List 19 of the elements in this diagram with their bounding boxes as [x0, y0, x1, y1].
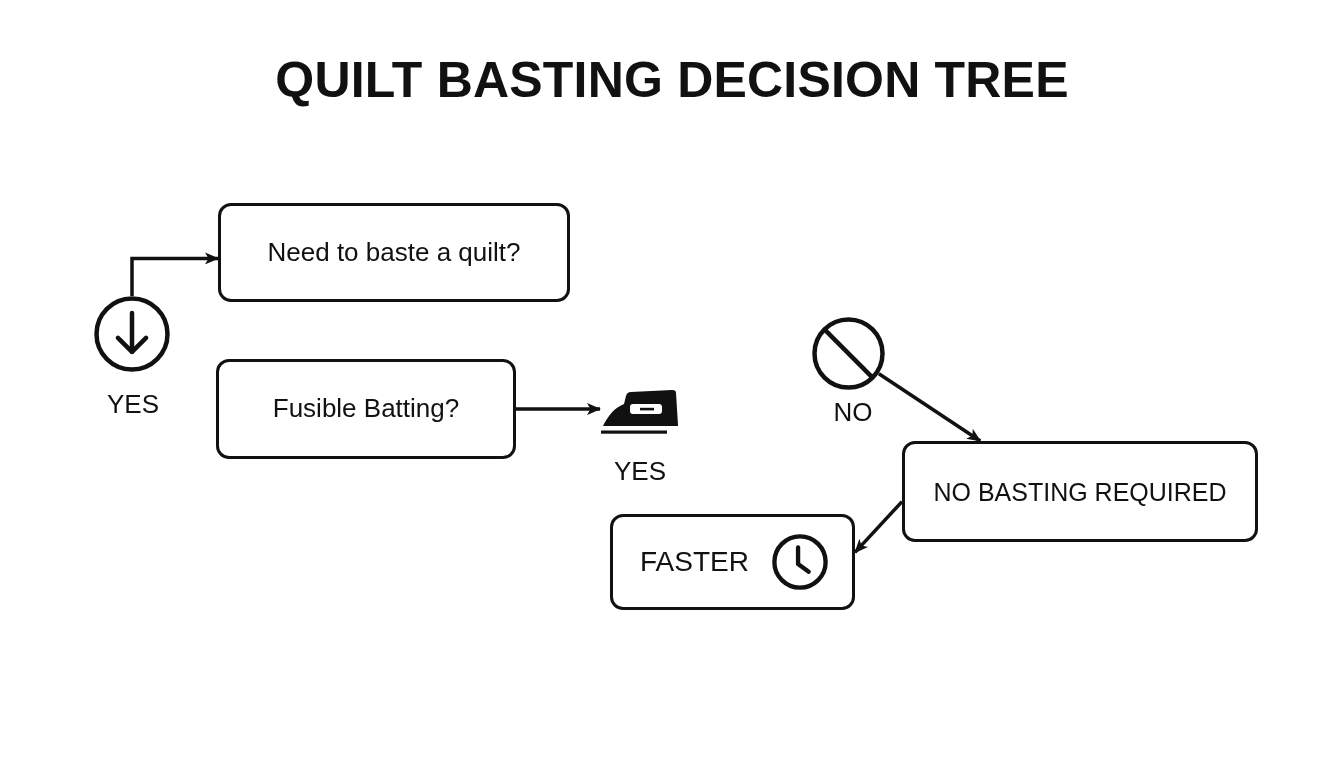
arrow: [130, 252, 219, 296]
branch-label: YES: [614, 456, 666, 488]
arrow: [853, 500, 904, 554]
title: QUILT BASTING DECISION TREE: [275, 52, 1069, 110]
result-box: [902, 441, 1258, 542]
result-text: FASTER: [640, 545, 749, 579]
arrow: [877, 372, 982, 443]
arrow-down-circle-icon: [94, 296, 170, 372]
decision-box: [216, 359, 516, 459]
iron-icon: [600, 388, 680, 436]
question-text: Fusible Batting?: [272, 393, 460, 425]
branch-label: NO: [833, 397, 873, 429]
branch-label: YES: [107, 389, 159, 421]
arrow: [516, 403, 601, 416]
question-text: Need to baste a quilt?: [267, 236, 521, 269]
result-text: NO BASTING REQUIRED: [933, 476, 1227, 507]
decision-box: [218, 203, 570, 302]
result-box: [610, 514, 855, 610]
prohibition-icon: [812, 317, 885, 390]
